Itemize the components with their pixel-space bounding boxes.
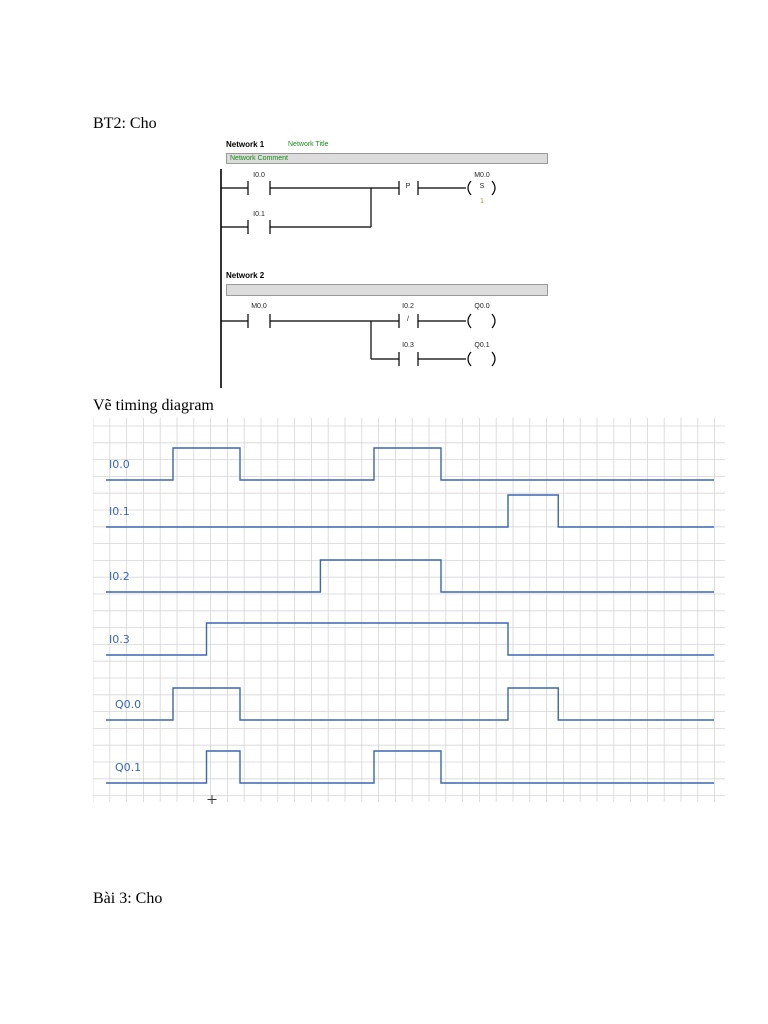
- network1-subtitle: Network Title: [288, 141, 329, 148]
- signal-label: I0.3: [109, 633, 130, 646]
- timing-waves: [106, 447, 714, 784]
- waveform-i0-2: [106, 559, 714, 593]
- network1-coil-label: M0.0: [474, 172, 490, 179]
- network1-contact-b-label: I0.1: [253, 211, 265, 218]
- signal-label: I0.0: [109, 458, 130, 471]
- heading-timing-diagram: Vẽ timing diagram: [93, 397, 214, 414]
- normally-closed-symbol: /: [407, 316, 409, 323]
- set-coil-param: 1: [480, 198, 484, 205]
- waveform-i0-1: [106, 494, 714, 528]
- waveform-q0-0: [106, 687, 714, 721]
- signal-label: I0.1: [109, 505, 130, 518]
- set-coil-symbol: S: [479, 183, 485, 190]
- network2-comment-bar: [226, 284, 548, 296]
- waveform-i0-3: [106, 622, 714, 656]
- network2-contact-b-label: I0.2: [402, 303, 414, 310]
- timing-diagram-canvas: I0.0I0.1I0.2I0.3Q0.0Q0.1: [93, 418, 725, 804]
- network2-contact-c-label: I0.3: [402, 342, 414, 349]
- network1-comment: Network Comment: [226, 153, 548, 164]
- edge-detect-symbol: P: [405, 183, 411, 190]
- network2-coil-a-label: Q0.0: [474, 303, 490, 310]
- signal-label: Q0.1: [115, 761, 141, 774]
- timing-grid: [93, 418, 725, 802]
- cursor-crosshair-icon: [207, 795, 217, 804]
- network1-title: Network 1: [226, 140, 265, 149]
- network2-title: Network 2: [226, 271, 265, 280]
- timing-labels: I0.0I0.1I0.2I0.3Q0.0Q0.1: [109, 458, 141, 774]
- ladder-diagram: Network 1 Network Title Network Comment …: [218, 137, 550, 389]
- signal-label: I0.2: [109, 570, 130, 583]
- network2-contact-a-label: M0.0: [251, 303, 267, 310]
- waveform-i0-0: [106, 447, 714, 481]
- ladder-wiring: [220, 169, 496, 388]
- network1-contact-a-label: I0.0: [253, 172, 265, 179]
- network2-coil-b-label: Q0.1: [474, 342, 490, 349]
- heading-bt2: BT2: Cho: [93, 115, 157, 132]
- heading-bai3: Bài 3: Cho: [93, 890, 163, 907]
- signal-label: Q0.0: [115, 698, 141, 711]
- waveform-q0-1: [106, 750, 714, 784]
